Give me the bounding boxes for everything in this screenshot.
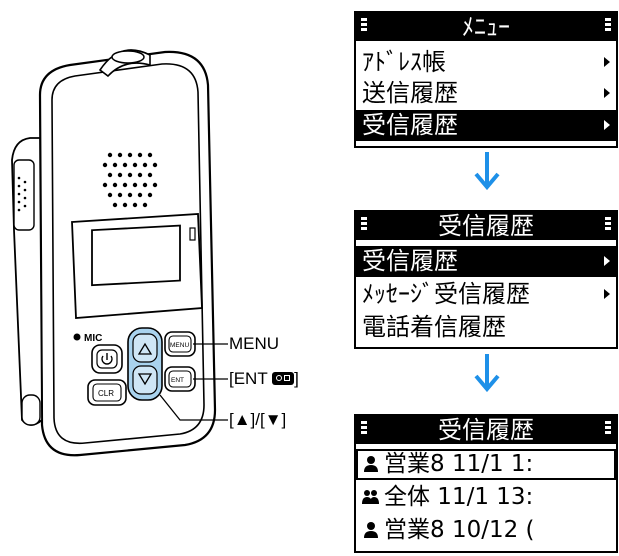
svg-text:MENU: MENU [170, 342, 189, 349]
enter-key-icon [272, 372, 295, 385]
menu-item-message-received-history[interactable]: ﾒｯｾｰｼﾞ受信履歴 [356, 279, 616, 310]
received-menu-title: 受信履歴 [438, 212, 534, 240]
down-arrow-icon [474, 152, 500, 190]
scroll-bars-icon [605, 421, 611, 439]
history-list-title-bar: 受信履歴 [356, 416, 616, 444]
menu-callout: MENU [229, 334, 280, 353]
ent-callout-suffix: ] [294, 369, 299, 388]
menu-screen-title: ﾒﾆｭｰ [462, 13, 510, 41]
chevron-right-icon [604, 256, 610, 266]
chevron-right-icon [604, 88, 610, 98]
history-entry[interactable]: 全体 11/1 13: [356, 482, 616, 513]
chevron-right-icon [604, 289, 610, 299]
menu-item-received-history[interactable]: 受信履歴 [356, 110, 616, 141]
menu-screen-title-bar: ﾒﾆｭｰ [356, 13, 616, 41]
received-menu-title-bar: 受信履歴 [356, 212, 616, 240]
svg-text:CLR: CLR [98, 389, 114, 398]
history-entry[interactable]: 営業8 11/1 1: [356, 449, 616, 480]
menu-item-address-book[interactable]: ｱﾄﾞﾚｽ帳 [356, 47, 616, 78]
chevron-right-icon [604, 57, 610, 67]
group-icon [362, 490, 379, 504]
menu-item-received-history[interactable]: 受信履歴 [356, 246, 616, 277]
chevron-right-icon [604, 120, 610, 130]
menu-item-call-history[interactable]: 電話着信履歴 [362, 313, 506, 341]
scroll-bars-icon [605, 18, 611, 36]
scroll-bars-icon [605, 217, 611, 235]
ent-callout-prefix: [ENT [229, 369, 268, 388]
received-history-menu-screen: 受信履歴 受信履歴 ﾒｯｾｰｼﾞ受信履歴 電話着信履歴 [354, 210, 618, 349]
updown-callout: [▲]/[▼] [229, 410, 287, 429]
person-icon [364, 522, 378, 538]
menu-item-sent-history[interactable]: 送信履歴 [356, 78, 616, 109]
ent-callout: [ENT ] [229, 369, 299, 389]
down-arrow-icon [474, 354, 500, 392]
mic-label: MIC [84, 333, 102, 344]
history-list-title: 受信履歴 [438, 416, 534, 444]
svg-text:ENT: ENT [171, 377, 184, 384]
scroll-bars-icon [361, 18, 367, 36]
received-history-list-screen: 受信履歴 営業8 11/1 1: 全体 11/1 13: 営業8 10/12 ( [354, 414, 618, 553]
scroll-bars-icon [361, 217, 367, 235]
scroll-bars-icon [361, 421, 367, 439]
menu-screen: ﾒﾆｭｰ ｱﾄﾞﾚｽ帳 送信履歴 受信履歴 [354, 11, 618, 148]
person-icon [364, 456, 378, 472]
history-entry[interactable]: 営業8 10/12 ( [356, 515, 616, 546]
radio-device-illustration: MIC CLR MENU ENT [11, 49, 228, 457]
